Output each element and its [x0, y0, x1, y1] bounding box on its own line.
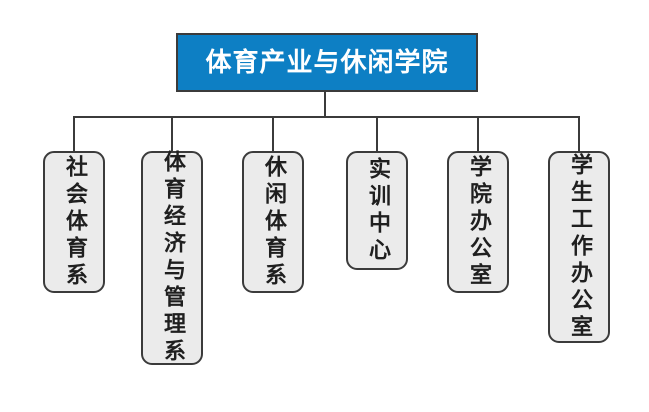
connector-drop-4 [376, 116, 378, 153]
connector-drop-1 [73, 116, 75, 153]
org-node-1-label: 社会体育系 [62, 154, 87, 290]
org-node-6-label: 学生工作办公室 [567, 152, 592, 342]
org-node-4[interactable]: 实训中心 [346, 151, 408, 270]
org-node-6[interactable]: 学生工作办公室 [548, 151, 610, 343]
org-node-3-label: 休闲体育系 [261, 154, 286, 290]
connector-drop-3 [272, 116, 274, 153]
connector-drop-5 [477, 116, 479, 153]
connector-horizontal-bus [73, 116, 580, 118]
connector-drop-2 [171, 116, 173, 153]
org-node-3[interactable]: 休闲体育系 [242, 151, 304, 293]
org-root-node[interactable]: 体育产业与休闲学院 [176, 33, 478, 92]
org-root-label: 体育产业与休闲学院 [205, 47, 449, 78]
org-node-5-label: 学院办公室 [466, 154, 491, 290]
org-node-1[interactable]: 社会体育系 [43, 151, 105, 293]
connector-drop-6 [578, 116, 580, 153]
org-node-2[interactable]: 体育经济与管理系 [141, 150, 203, 366]
org-node-2-label: 体育经济与管理系 [160, 150, 185, 366]
org-node-4-label: 实训中心 [365, 156, 390, 265]
connector-root-stem [324, 92, 326, 118]
org-node-5[interactable]: 学院办公室 [447, 151, 509, 293]
